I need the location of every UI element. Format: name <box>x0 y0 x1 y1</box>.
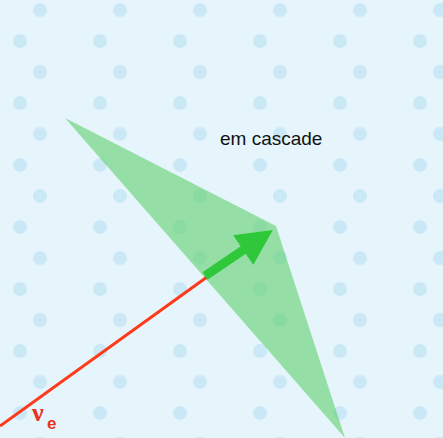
lattice-dot <box>173 406 187 420</box>
lattice-dot <box>173 34 187 48</box>
lattice-dot <box>113 251 127 265</box>
lattice-dot <box>173 158 187 172</box>
lattice-dot <box>33 375 47 389</box>
lattice-dot <box>13 96 27 110</box>
lattice-dot <box>93 220 107 234</box>
lattice-dot <box>433 189 443 203</box>
lattice-dot <box>433 65 443 79</box>
lattice-dot <box>273 375 287 389</box>
lattice-dot <box>33 437 47 438</box>
lattice-dot <box>353 375 367 389</box>
ice-lattice <box>0 3 443 438</box>
lattice-dot <box>33 65 47 79</box>
lattice-dot <box>113 313 127 327</box>
lattice-dot <box>193 375 207 389</box>
neutrino-track <box>0 277 207 426</box>
lattice-dot <box>93 406 107 420</box>
cascade-label: em cascade <box>220 128 322 150</box>
lattice-dot <box>93 282 107 296</box>
lattice-dot <box>193 313 207 327</box>
lattice-dot <box>333 34 347 48</box>
lattice-dot <box>273 3 287 17</box>
lattice-dot <box>113 65 127 79</box>
lattice-dot <box>413 344 427 358</box>
lattice-dot <box>353 437 367 438</box>
lattice-dot <box>333 282 347 296</box>
lattice-dot <box>433 313 443 327</box>
lattice-dot <box>193 437 207 438</box>
lattice-dot <box>353 189 367 203</box>
lattice-dot <box>173 96 187 110</box>
lattice-dot <box>353 3 367 17</box>
lattice-dot <box>253 406 267 420</box>
lattice-dot <box>433 3 443 17</box>
lattice-dot <box>353 251 367 265</box>
lattice-dot <box>273 437 287 438</box>
lattice-dot <box>113 375 127 389</box>
lattice-dot <box>113 127 127 141</box>
lattice-dot <box>253 34 267 48</box>
lattice-dot <box>93 96 107 110</box>
lattice-dot <box>333 158 347 172</box>
particle-subscript: e <box>47 414 56 434</box>
lattice-dot <box>13 282 27 296</box>
lattice-dot <box>33 251 47 265</box>
lattice-dot <box>413 158 427 172</box>
lattice-dot <box>273 65 287 79</box>
particle-symbol: ν <box>32 398 44 428</box>
lattice-dot <box>13 220 27 234</box>
lattice-dot <box>413 220 427 234</box>
lattice-dot <box>253 158 267 172</box>
lattice-dot <box>13 34 27 48</box>
lattice-dot <box>333 220 347 234</box>
lattice-dot <box>353 313 367 327</box>
lattice-dot <box>433 127 443 141</box>
lattice-dot <box>33 313 47 327</box>
lattice-dot <box>413 34 427 48</box>
lattice-dot <box>193 65 207 79</box>
lattice-dot <box>113 3 127 17</box>
lattice-dot <box>433 437 443 438</box>
lattice-dot <box>353 65 367 79</box>
lattice-dot <box>273 189 287 203</box>
lattice-dot <box>113 437 127 438</box>
lattice-dot <box>13 344 27 358</box>
lattice-dot <box>413 96 427 110</box>
lattice-dot <box>33 189 47 203</box>
lattice-dot <box>433 251 443 265</box>
lattice-dot <box>173 344 187 358</box>
lattice-dot <box>253 96 267 110</box>
cascade-arrow <box>205 240 258 276</box>
lattice-dot <box>413 406 427 420</box>
lattice-dot <box>113 189 127 203</box>
lattice-dot <box>93 34 107 48</box>
lattice-dot <box>13 158 27 172</box>
lattice-dot <box>193 127 207 141</box>
lattice-dot <box>353 127 367 141</box>
lattice-dot <box>33 127 47 141</box>
lattice-dot <box>193 3 207 17</box>
lattice-dot <box>33 3 47 17</box>
lattice-dot <box>333 344 347 358</box>
lattice-dot <box>433 375 443 389</box>
lattice-dot <box>333 96 347 110</box>
lattice-dot <box>413 282 427 296</box>
